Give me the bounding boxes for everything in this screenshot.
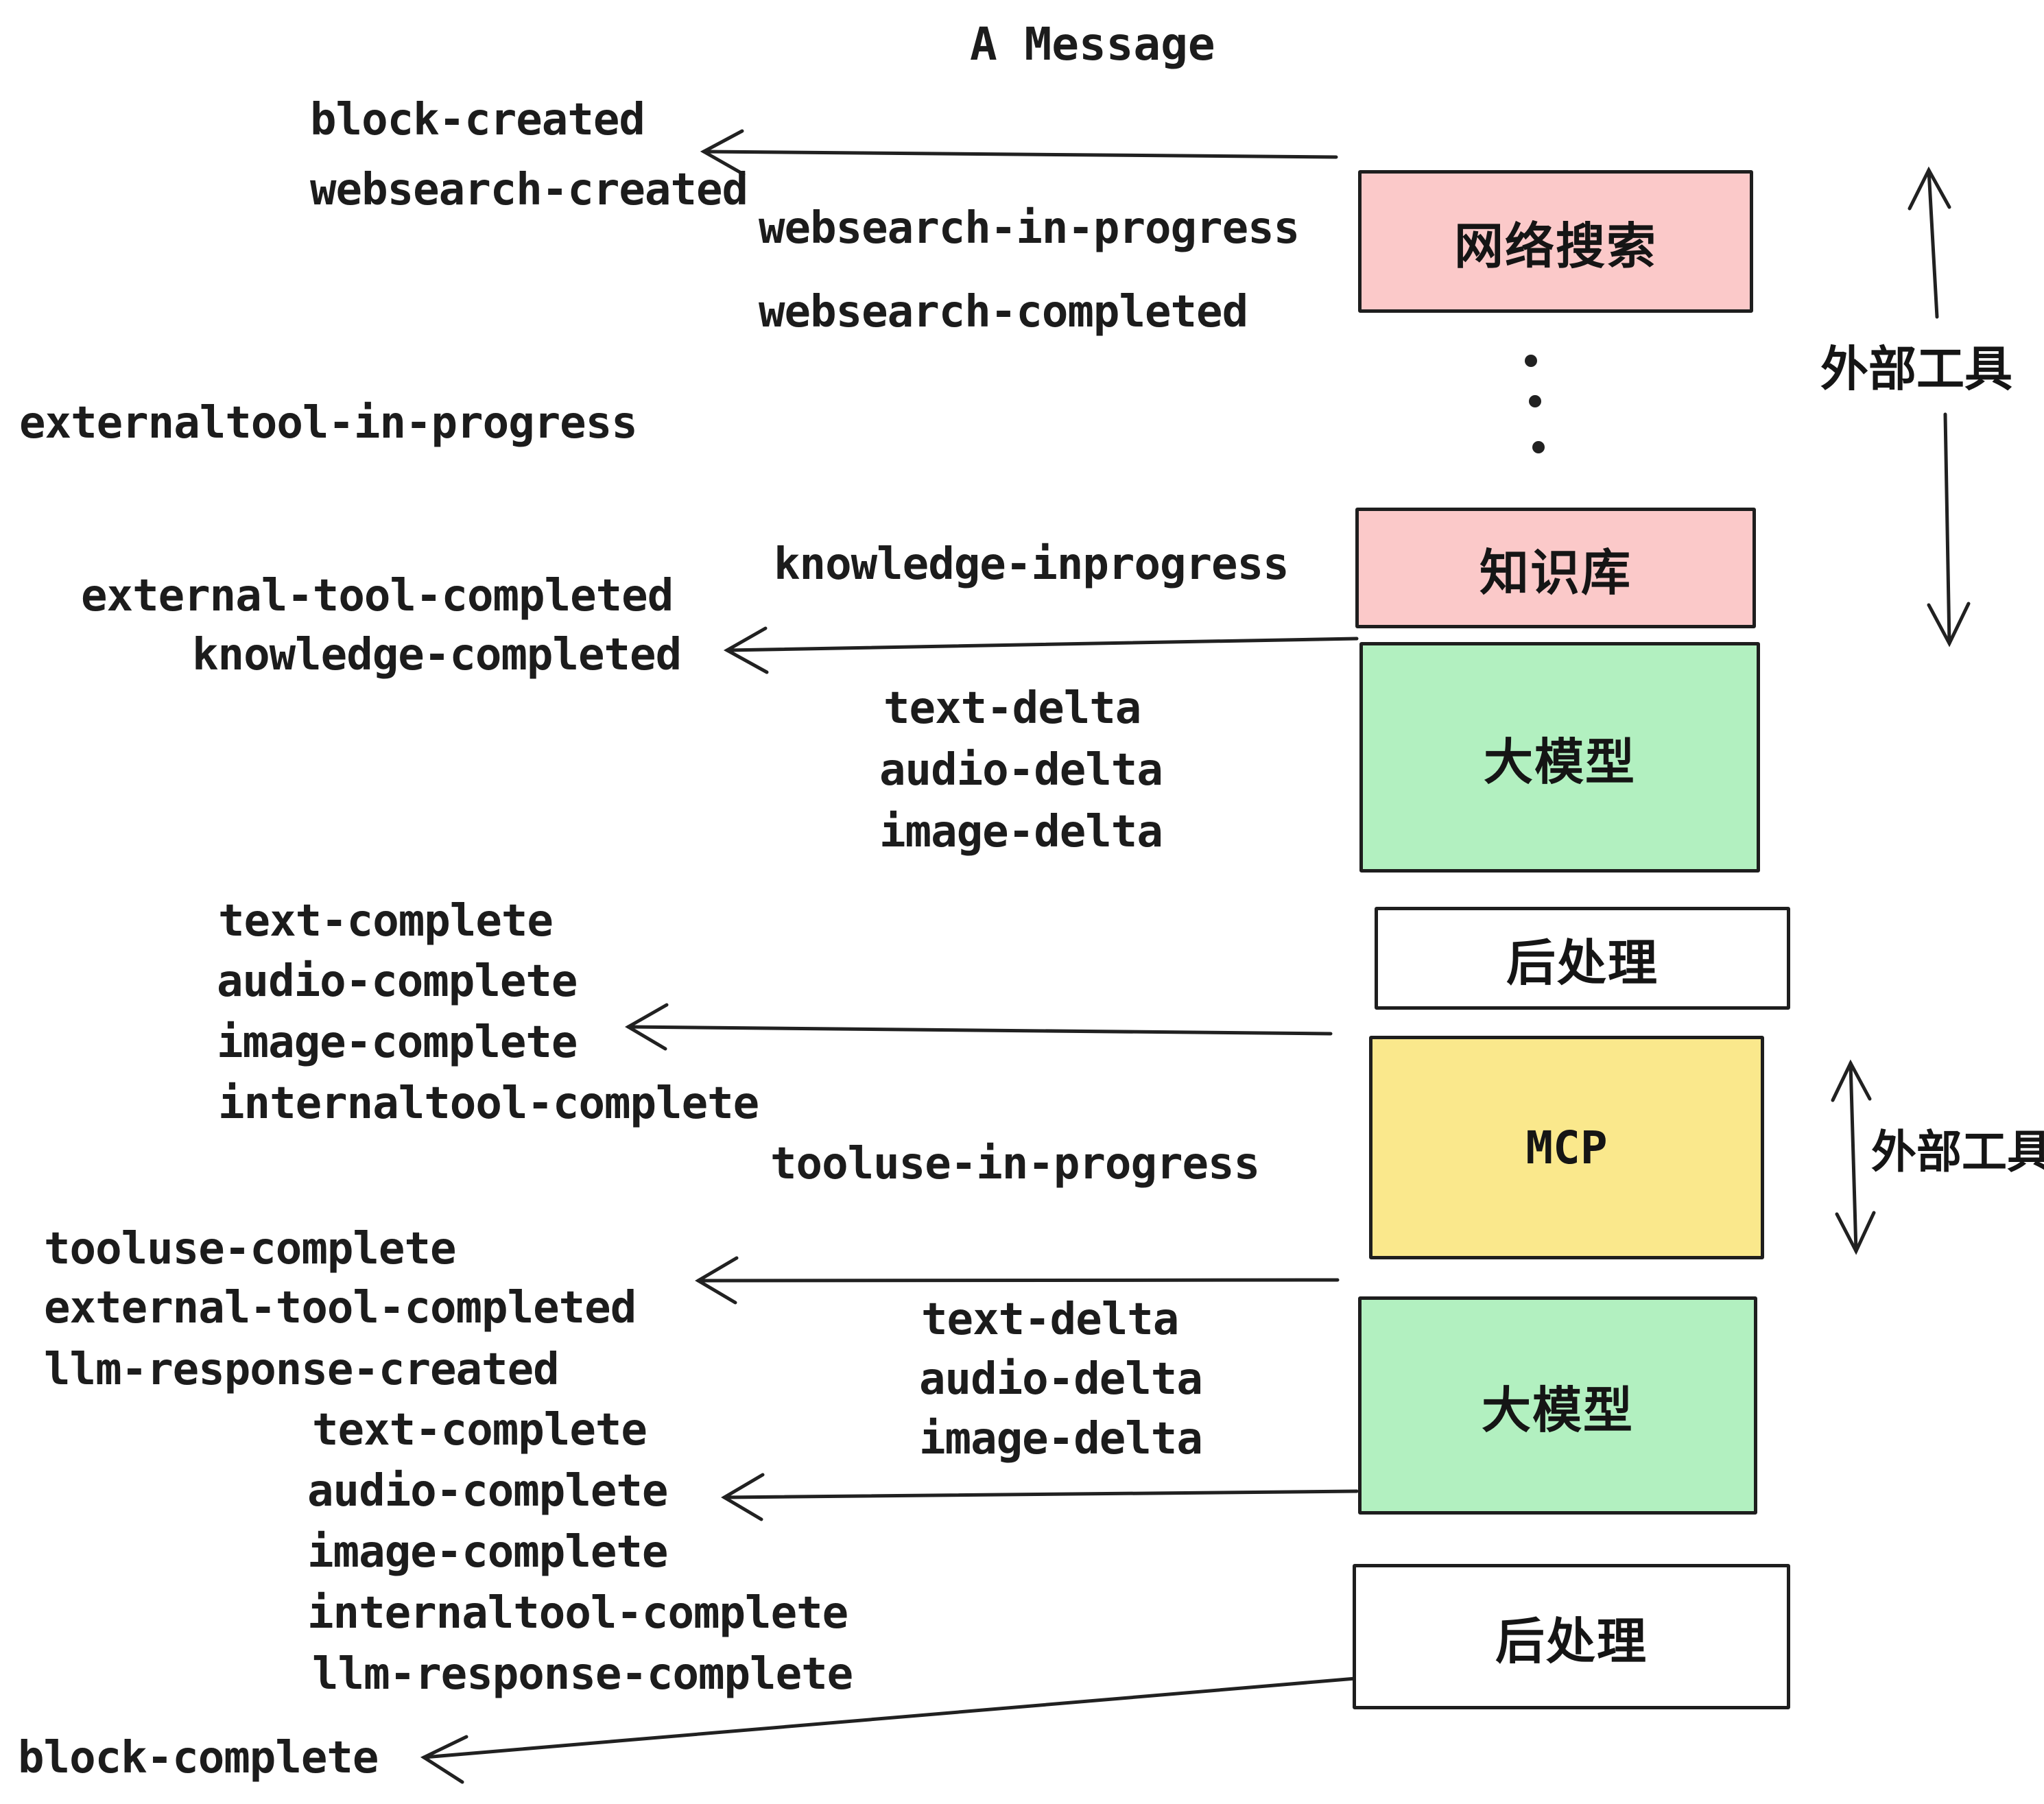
event-image-complete-1: image-complete <box>217 1017 578 1068</box>
box-post-process-1-label: 后处理 <box>1506 934 1659 992</box>
box-knowledge-base-label: 知识库 <box>1479 543 1632 602</box>
event-websearch-completed: websearch-completed <box>759 287 1248 337</box>
box-llm-1: 大模型 <box>1359 642 1760 873</box>
arrow-to-tooluse-complete <box>695 1256 1340 1305</box>
event-tooluse-complete: tooluse-complete <box>44 1224 456 1274</box>
event-image-delta-1: image-delta <box>879 807 1163 857</box>
event-text-complete-1: text-complete <box>218 896 554 947</box>
event-image-delta-2: image-delta <box>919 1414 1203 1464</box>
event-audio-complete-1: audio-complete <box>217 956 578 1007</box>
event-websearch-in-progress: websearch-in-progress <box>759 203 1300 254</box>
arrow-to-audio-complete <box>721 1473 1359 1521</box>
event-audio-delta-2: audio-delta <box>919 1354 1203 1405</box>
box-post-process-1: 后处理 <box>1375 907 1790 1010</box>
arrow-to-image-complete <box>625 1003 1333 1051</box>
box-post-process-2-label: 后处理 <box>1495 1612 1648 1670</box>
event-external-tool-completed-2: external-tool-completed <box>44 1283 637 1333</box>
event-tooluse-in-progress: tooluse-in-progress <box>770 1139 1260 1189</box>
event-llm-response-created: llm-response-created <box>44 1344 560 1395</box>
event-external-tool-completed-1: external-tool-completed <box>81 571 674 621</box>
event-text-complete-2: text-complete <box>312 1405 647 1456</box>
external-tools-note-2: 外部工具 <box>1871 1126 2044 1178</box>
event-block-complete: block-complete <box>18 1733 379 1783</box>
event-externaltool-in-progress: externaltool-in-progress <box>19 398 638 449</box>
event-block-created: block-created <box>310 95 645 145</box>
event-internaltool-complete-2: internaltool-complete <box>307 1588 848 1639</box>
event-llm-response-complete: llm-response-complete <box>312 1649 853 1700</box>
box-llm-2-label: 大模型 <box>1481 1381 1634 1439</box>
double-arrow-external-tools-top <box>1908 166 1971 648</box>
event-internaltool-complete-1: internaltool-complete <box>218 1078 759 1129</box>
box-post-process-2: 后处理 <box>1353 1564 1790 1709</box>
arrow-to-knowledge-completed <box>723 626 1359 674</box>
diagram-title: A Message <box>970 18 1215 71</box>
ellipsis-dots <box>1525 355 1545 453</box>
event-text-delta-1: text-delta <box>883 683 1141 734</box>
event-text-delta-2: text-delta <box>921 1294 1179 1345</box>
box-llm-1-label: 大模型 <box>1483 733 1636 791</box>
box-knowledge-base: 知识库 <box>1355 508 1756 628</box>
event-audio-complete-2: audio-complete <box>307 1466 668 1517</box>
box-web-search-label: 网络搜索 <box>1453 217 1657 275</box>
box-llm-2: 大模型 <box>1358 1296 1757 1515</box>
arrow-to-block-complete <box>420 1676 1366 1784</box>
double-arrow-external-tools-mcp <box>1831 1059 1876 1255</box>
event-knowledge-inprogress: knowledge-inprogress <box>774 539 1290 590</box>
event-image-complete-2: image-complete <box>307 1527 668 1578</box>
arrow-to-block-created <box>700 129 1338 176</box>
event-knowledge-completed: knowledge-completed <box>192 630 682 680</box>
event-websearch-created: websearch-created <box>310 165 748 215</box>
external-tools-note-1: 外部工具 <box>1820 341 2012 397</box>
box-mcp-label: MCP <box>1525 1121 1608 1174</box>
box-mcp: MCP <box>1369 1036 1764 1259</box>
box-web-search: 网络搜索 <box>1358 170 1753 313</box>
event-audio-delta-1: audio-delta <box>879 745 1163 796</box>
